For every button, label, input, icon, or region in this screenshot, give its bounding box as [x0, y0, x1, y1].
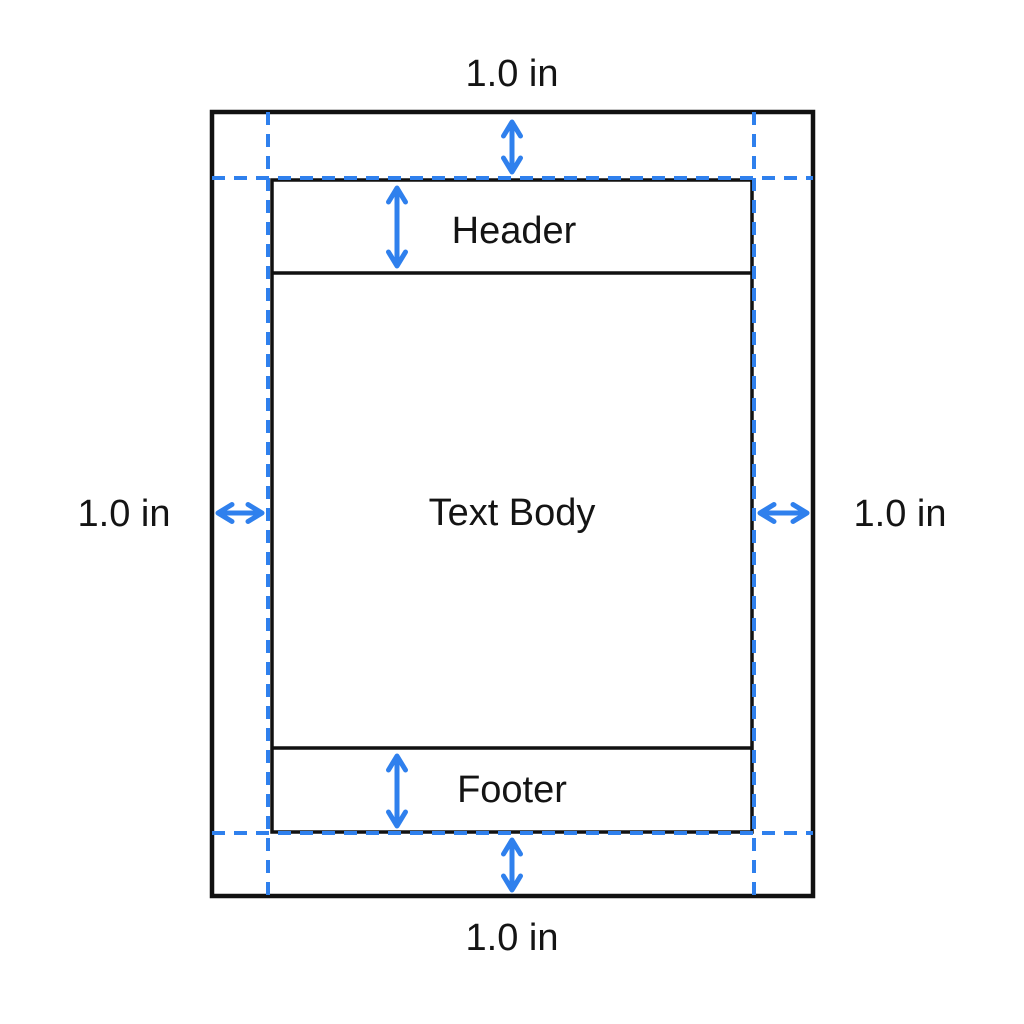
bottom-margin-label: 1.0 in — [466, 917, 559, 959]
right-margin-label: 1.0 in — [854, 493, 947, 535]
top-margin-label: 1.0 in — [466, 53, 559, 95]
dimension-arrows — [215, 119, 810, 893]
content-area-box — [270, 178, 754, 834]
margin-guides — [212, 112, 813, 896]
text-body-section-label: Text Body — [429, 492, 596, 534]
footer-section-label: Footer — [457, 769, 567, 811]
page-border — [209, 109, 816, 899]
page-outlines — [209, 109, 816, 899]
left-margin-label: 1.0 in — [78, 493, 171, 535]
header-section-label: Header — [452, 210, 577, 252]
diagram-labels: 1.0 in 1.0 in 1.0 in 1.0 in Header Text … — [78, 53, 947, 959]
